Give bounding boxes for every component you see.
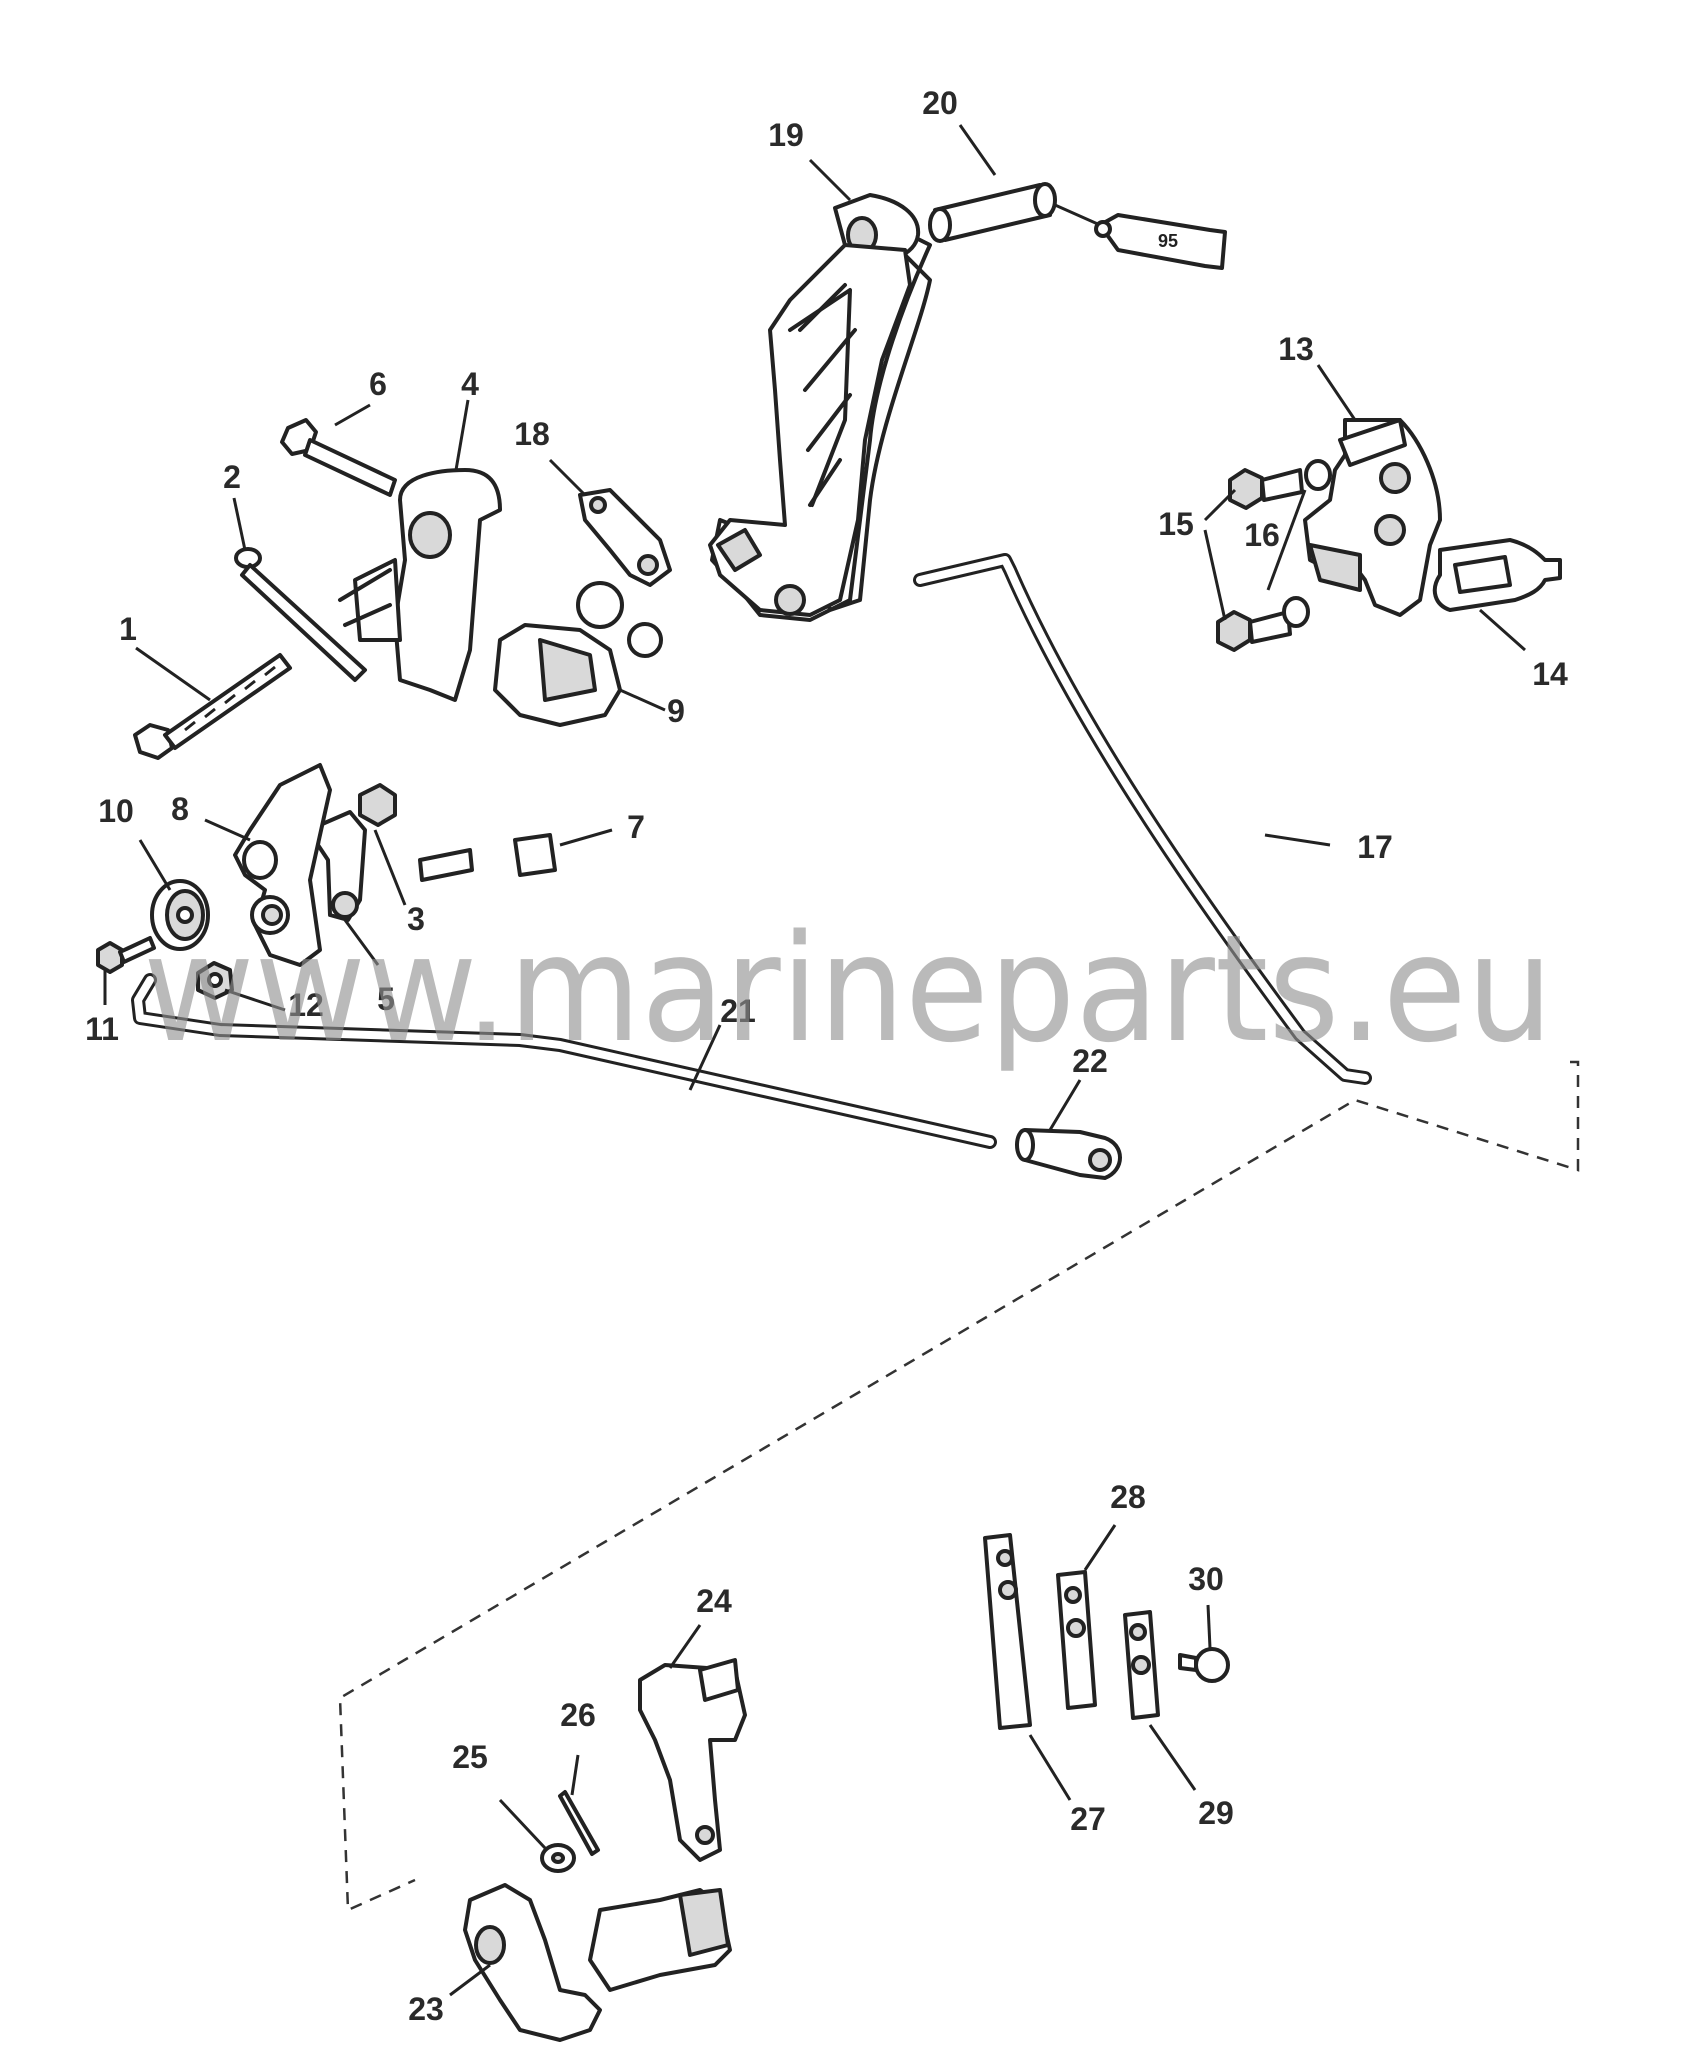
part-28-plate[interactable] (1056, 1570, 1097, 1710)
callout-10: 10 (98, 793, 134, 829)
callout-16: 16 (1244, 517, 1280, 553)
part-15-nut-lower[interactable] (1216, 610, 1292, 652)
callout-12: 12 (288, 987, 324, 1023)
callout-25: 25 (452, 1739, 488, 1775)
callout-11: 11 (85, 1011, 119, 1047)
callout-19: 19 (768, 117, 804, 153)
callout-7: 7 (627, 809, 645, 845)
callout-8: 8 (171, 791, 189, 827)
part-17-link-rod[interactable] (913, 553, 1372, 1085)
part-30-screw[interactable] (1178, 1647, 1230, 1683)
callout-6: 6 (369, 366, 387, 402)
callout-14: 14 (1532, 656, 1568, 692)
callout-29: 29 (1198, 1795, 1234, 1831)
callout-13: 13 (1278, 331, 1314, 367)
part-22-rod-end[interactable] (1015, 1128, 1122, 1180)
part-1-threaded-bolt[interactable] (133, 653, 292, 760)
part-18-clip[interactable] (578, 488, 672, 587)
part-16-spacer-upper[interactable] (1304, 459, 1332, 491)
part-25-washer[interactable] (540, 1843, 576, 1873)
watermark-text: www.marineparts.eu (143, 903, 1553, 1075)
callout-27: 27 (1070, 1801, 1106, 1837)
callout-4: 4 (461, 366, 479, 402)
callout-5: 5 (377, 981, 395, 1017)
part-16-spacer-lower[interactable] (1282, 596, 1310, 628)
part-23-shift-assembly[interactable] (463, 1883, 732, 2042)
part-6-bolt[interactable] (280, 418, 397, 497)
part-13-bracket[interactable] (1303, 418, 1442, 617)
callout-18: 18 (514, 416, 550, 452)
callout-17: 17 (1357, 829, 1393, 865)
sealant-tube-label: 95 (1158, 231, 1178, 251)
callout-2: 2 (223, 459, 241, 495)
callout-9: 9 (667, 693, 685, 729)
callout-22: 22 (1072, 1043, 1108, 1079)
part-9-housing[interactable] (493, 581, 663, 727)
part-20-pin[interactable] (928, 182, 1057, 243)
part-3-nut[interactable] (358, 783, 397, 827)
callout-30: 30 (1188, 1561, 1224, 1597)
callout-1: 1 (119, 611, 137, 647)
part-21-throttle-rod[interactable] (131, 973, 997, 1149)
callout-3: 3 (407, 901, 425, 937)
part-15-nut-upper[interactable] (1228, 468, 1304, 510)
part-26-cotter-pin[interactable] (558, 1790, 600, 1856)
part-4-main-bracket[interactable] (338, 468, 502, 702)
part-12-nut[interactable] (196, 961, 234, 1000)
part-2-long-bolt[interactable] (234, 547, 367, 682)
callout-leader-lines (103, 124, 1526, 1997)
callout-21: 21 (720, 993, 756, 1029)
part-24-shift-lever[interactable] (638, 1658, 747, 1862)
part-5-link[interactable] (316, 810, 367, 922)
part-29-plate[interactable] (1123, 1610, 1160, 1720)
callout-24: 24 (696, 1583, 732, 1619)
assembly-dashed-lines (338, 1060, 1580, 1912)
part-14-gasket[interactable] (1432, 538, 1562, 612)
callout-labels: 1 2 3 4 5 6 7 8 9 10 11 12 13 14 15 16 1… (85, 85, 1568, 2027)
callout-15: 15 (1158, 506, 1194, 542)
part-27-plate[interactable] (983, 1533, 1032, 1730)
part-10-pulley[interactable] (150, 879, 210, 951)
part-11-screw[interactable] (96, 936, 156, 974)
callout-23: 23 (408, 1991, 444, 2027)
callout-20: 20 (922, 85, 958, 121)
callout-28: 28 (1110, 1479, 1146, 1515)
sealant-tube: 95 (1054, 203, 1227, 270)
part-8-lever[interactable] (233, 763, 332, 967)
callout-26: 26 (560, 1697, 596, 1733)
part-7-bushing[interactable] (418, 833, 557, 882)
part-19-throttle-arm[interactable] (708, 193, 932, 622)
